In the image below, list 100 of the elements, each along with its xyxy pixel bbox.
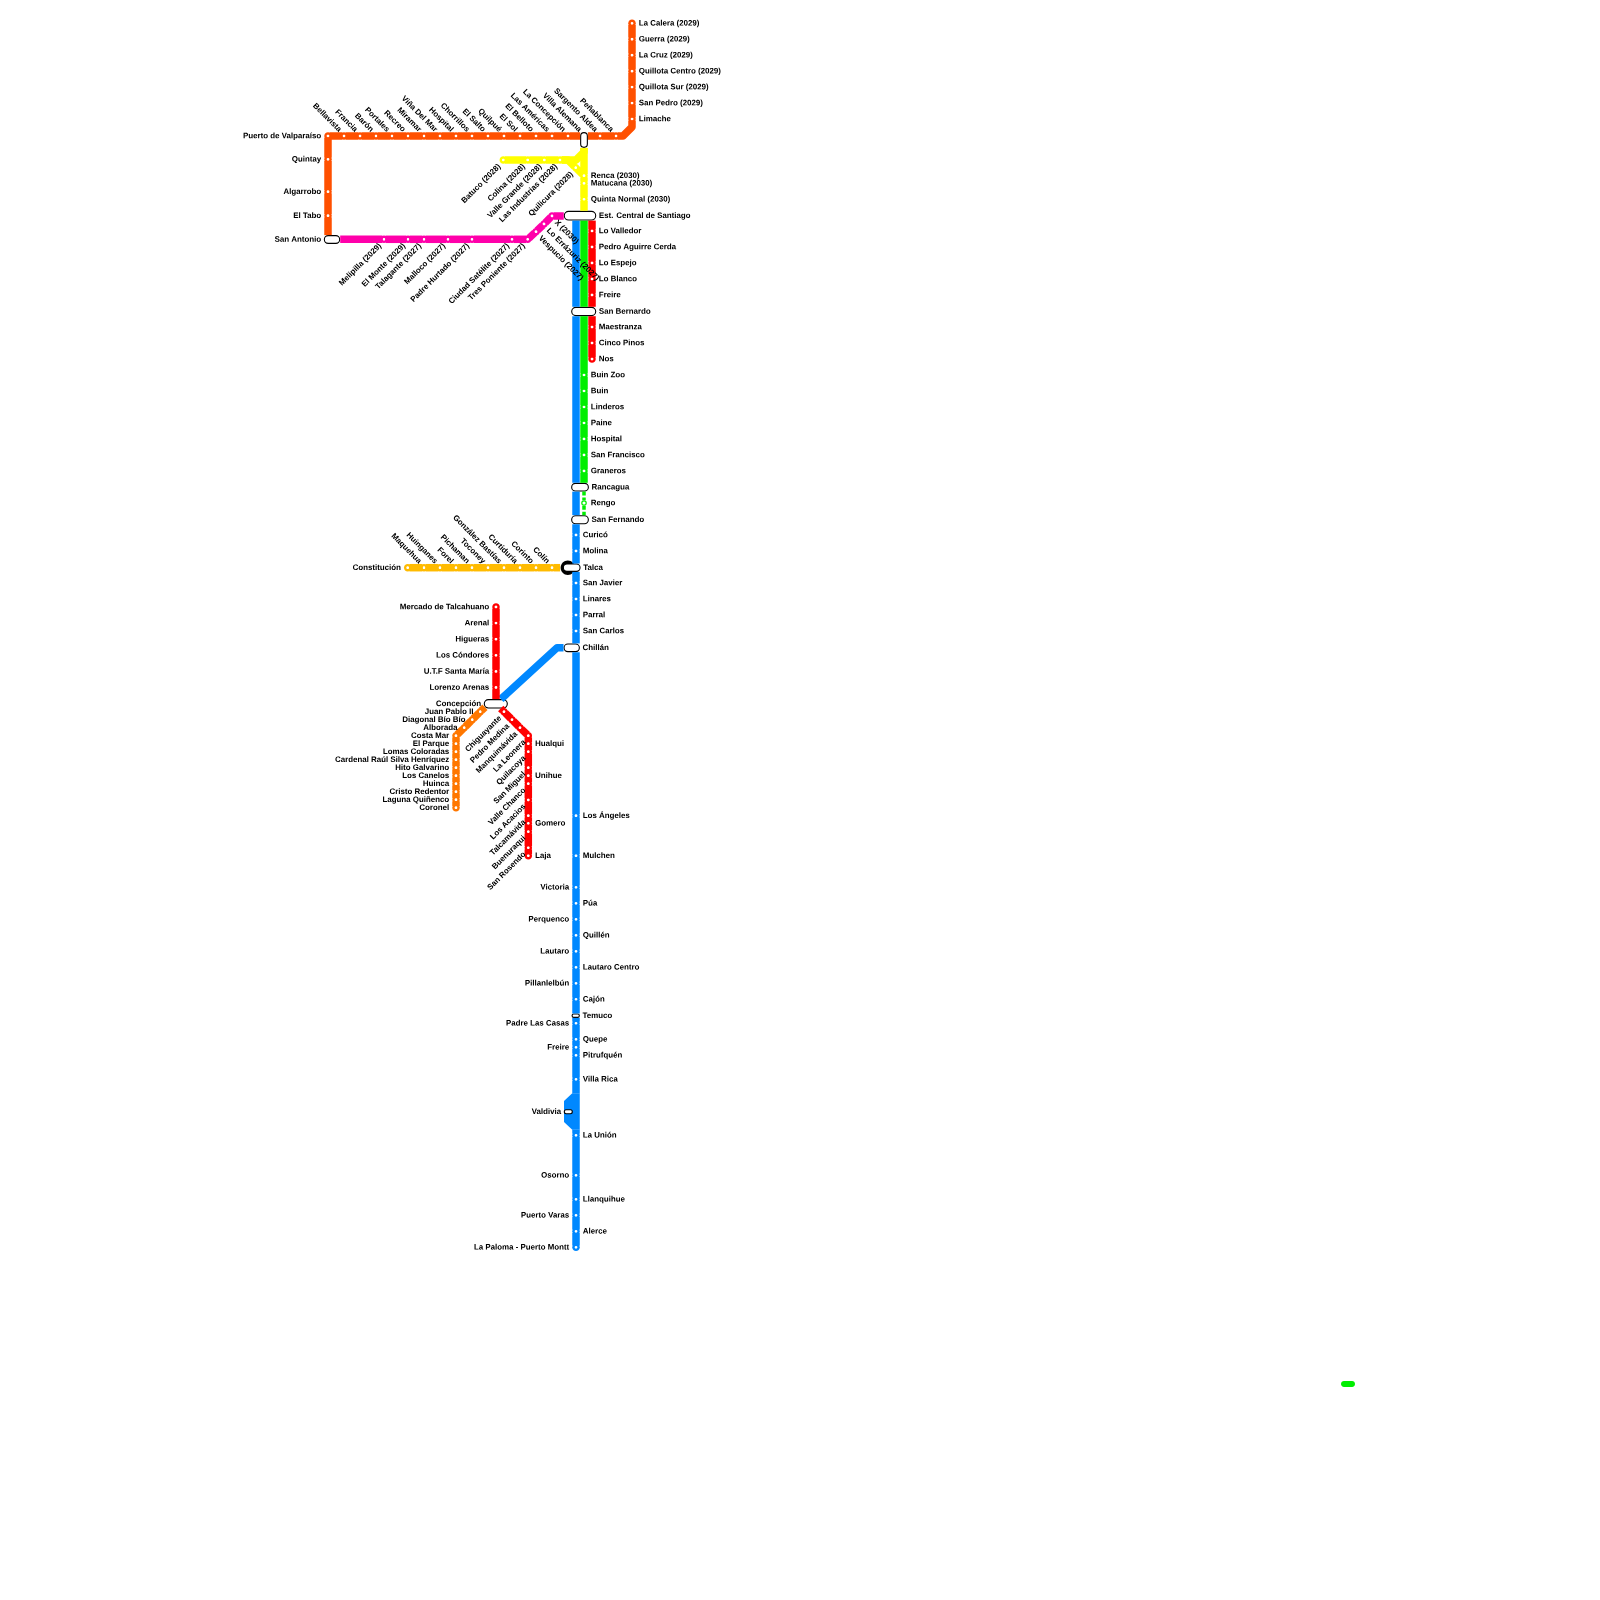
station-dot (508, 715, 516, 724)
station-dot (532, 227, 540, 236)
station-dot (524, 739, 533, 748)
station-dot (492, 635, 500, 643)
interchange-station (571, 482, 589, 492)
station-dot (588, 291, 596, 299)
station-dot (572, 1019, 580, 1028)
interchange-station (563, 1093, 580, 1130)
rail-line (580, 147, 588, 174)
rail-line (454, 726, 466, 738)
station-dot (523, 235, 532, 244)
station-dot (556, 156, 564, 164)
station-dot (524, 811, 533, 820)
station-dot (516, 723, 524, 732)
station-dot (524, 771, 533, 780)
station-dot (420, 563, 428, 572)
station-dot (468, 563, 476, 572)
station-dot (564, 132, 572, 140)
interchange-station (571, 306, 597, 317)
station-dot (523, 156, 532, 164)
station-dot (499, 156, 508, 164)
station-dot (572, 531, 580, 539)
station-dot (484, 132, 492, 140)
station-dot (572, 547, 580, 555)
station-dot (628, 35, 636, 43)
station-dot (500, 563, 508, 572)
station-dot (572, 979, 580, 988)
station-dot (436, 563, 444, 572)
station-dot (572, 595, 580, 603)
station-ring (581, 500, 587, 506)
interchange-station (580, 132, 588, 148)
station-dot (588, 227, 596, 235)
station-dot (628, 19, 636, 28)
station-dot (420, 132, 428, 140)
station-dot (532, 563, 540, 572)
station-dot (572, 811, 580, 820)
interchange-station (563, 643, 580, 653)
station-dot (588, 339, 596, 347)
rail-line (542, 214, 554, 226)
interchange-station (483, 699, 508, 709)
station-dot (508, 235, 516, 244)
rail-line (470, 710, 482, 722)
station-dot (404, 132, 412, 140)
station-dot (572, 1243, 580, 1252)
station-dot (540, 220, 548, 228)
station-dot (628, 99, 636, 107)
station-dot (572, 883, 580, 892)
station-dot (524, 779, 533, 788)
station-dot (612, 132, 620, 140)
station-dot (492, 619, 500, 627)
station-dot (524, 843, 533, 852)
rail-line (502, 710, 514, 722)
station-dot (524, 827, 533, 836)
station-dot (580, 195, 588, 204)
station-dot (524, 763, 533, 772)
station-dot (492, 667, 500, 676)
station-dot (628, 83, 636, 91)
station-dot (588, 275, 596, 283)
station-dot (572, 1171, 580, 1180)
rail-line (534, 222, 546, 234)
station-dot (572, 1211, 580, 1220)
rail-line (526, 230, 538, 241)
station-dot (524, 747, 533, 756)
station-dot (588, 355, 596, 363)
station-dot (572, 1075, 580, 1084)
station-dot (388, 132, 396, 140)
station-dot (452, 132, 460, 140)
station-dot (340, 132, 348, 140)
interchange-station (323, 235, 341, 244)
station-dot (500, 132, 508, 140)
station-dot (452, 731, 460, 740)
rail-line (510, 718, 522, 730)
station-dot (580, 403, 588, 411)
station-dot (380, 235, 388, 244)
station-dot (572, 1195, 580, 1204)
station-dot (580, 371, 588, 379)
interchange-station (571, 1013, 580, 1018)
station-dot (468, 132, 476, 140)
station-dot (572, 899, 580, 908)
station-dot (580, 451, 588, 459)
station-dot (580, 467, 588, 475)
station-dot (516, 132, 524, 140)
interchange-station (560, 560, 581, 575)
station-dot (571, 163, 580, 172)
station-dot (580, 419, 588, 427)
station-dot (403, 563, 412, 572)
rail-line (582, 505, 586, 516)
station-dot (572, 611, 580, 619)
station-dot (572, 851, 580, 860)
station-dot (572, 1131, 580, 1140)
station-dot (532, 132, 540, 140)
station-dot (580, 435, 588, 443)
station-dot (420, 235, 428, 244)
station-dot (324, 155, 332, 164)
station-dot (548, 563, 556, 572)
station-dot (596, 132, 604, 140)
station-dot (588, 243, 596, 251)
station-dot (372, 132, 380, 140)
station-dot (572, 1227, 580, 1236)
station-dot (540, 156, 549, 164)
